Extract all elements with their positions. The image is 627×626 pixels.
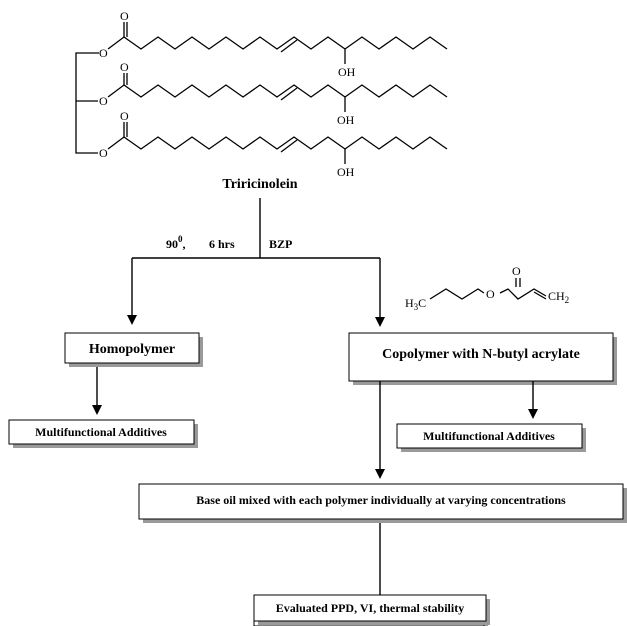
reaction-conditions: 900, 6 hrs BZP	[166, 234, 292, 251]
base-oil-label: Base oil mixed with each polymer individ…	[196, 493, 566, 507]
hydroxyl-2: OH	[337, 113, 355, 127]
homopolymer-label: Homopolymer	[89, 342, 175, 357]
initiator-label: BZP	[269, 237, 292, 251]
fatty-acid-chain-2	[107, 73, 448, 112]
multifunctional-additives-left-box: Multifunctional Additives	[8, 419, 198, 448]
ester-oxygen-3: O	[99, 146, 108, 160]
copolymer-box: Copolymer with N-butyl acrylate	[348, 332, 617, 385]
evaluated-label: Evaluated PPD, VI, thermal stability	[276, 601, 464, 615]
carbonyl-oxygen-1: O	[120, 9, 129, 23]
downstream-arrows	[92, 367, 538, 613]
multifunctional-additives-right-box: Multifunctional Additives	[396, 423, 586, 452]
acrylate-carbonyl-oxygen: O	[512, 264, 521, 278]
fatty-acid-chain-1	[107, 22, 448, 64]
fatty-acid-chain-3	[107, 122, 448, 164]
evaluated-box-frame: Evaluated PPD, VI, thermal stability	[253, 594, 490, 625]
temperature-label: 900,	[166, 234, 186, 251]
triricinolein-structure	[75, 22, 448, 164]
triricinolein-atom-labels: O O OH O O OH O O OH	[99, 9, 356, 179]
acrylate-ester-oxygen: O	[486, 287, 495, 301]
multifunctional-additives-left-label: Multifunctional Additives	[35, 425, 167, 439]
ester-oxygen-2: O	[99, 94, 108, 108]
glycerol-backbone	[75, 52, 99, 154]
molecule-name: Triricinolein	[222, 177, 297, 192]
ester-oxygen-1: O	[99, 46, 108, 60]
hydroxyl-1: OH	[338, 65, 356, 79]
h3c-label: H3C	[405, 296, 426, 312]
multifunctional-additives-right-label: Multifunctional Additives	[423, 429, 555, 443]
butyl-acrylate-structure: H3C O O CH2	[405, 264, 569, 312]
hydroxyl-3: OH	[337, 165, 355, 179]
carbonyl-oxygen-2: O	[120, 60, 129, 74]
reaction-flow-lines	[127, 198, 385, 327]
copolymer-label: Copolymer with N-butyl acrylate	[382, 347, 580, 362]
base-oil-box: Base oil mixed with each polymer individ…	[138, 483, 627, 523]
ch2-label: CH2	[548, 289, 569, 305]
homopolymer-box: Homopolymer	[64, 332, 203, 367]
time-label: 6 hrs	[209, 237, 235, 251]
carbonyl-oxygen-3: O	[120, 109, 129, 123]
